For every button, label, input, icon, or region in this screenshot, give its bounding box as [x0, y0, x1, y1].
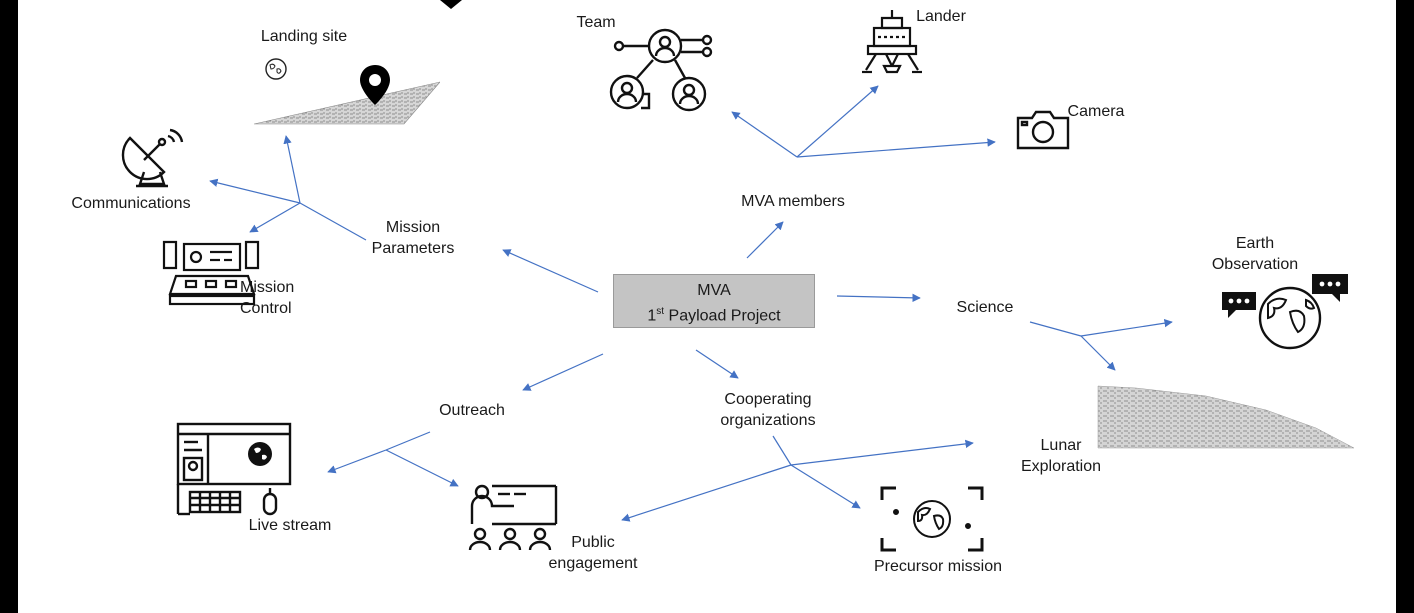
small-globe-icon [265, 58, 287, 80]
leaf-camera: Camera [1067, 103, 1125, 120]
arrow-to-cooperating [695, 349, 739, 379]
arrow-to-mva-members [746, 221, 784, 259]
leaf-live-stream: Live stream [248, 517, 332, 534]
leaf-team: Team [576, 14, 616, 31]
leaf-communications: Communications [71, 195, 191, 212]
arrow-to-camera [796, 138, 996, 158]
leaf-lunar-exploration-line2: Exploration [1020, 458, 1102, 475]
center-subtitle: 1st Payload Project [647, 306, 781, 325]
lunar-surface-terrain-icon [1097, 385, 1355, 449]
arrow-to-landing-site [283, 135, 301, 204]
cooperating-stem [772, 435, 792, 466]
arrow-to-public-engagement-from-cooperating [621, 464, 792, 522]
node-cooperating-line2: organizations [720, 412, 816, 429]
leaf-lunar-exploration-line1: Lunar [1040, 437, 1082, 454]
team-network-icon [609, 28, 713, 112]
node-science: Science [956, 299, 1014, 316]
precursor-mission-globe-focus-icon [880, 486, 984, 552]
node-outreach: Outreach [439, 402, 505, 419]
arrow-to-live-stream [327, 449, 387, 474]
map-pin-icon [360, 65, 390, 105]
leaf-public-engagement: Public engagement [528, 532, 658, 574]
leaf-lander: Lander [916, 8, 966, 25]
arrow-to-mission-control [249, 202, 301, 233]
leaf-precursor-mission: Precursor mission [873, 558, 1003, 575]
node-mission-parameters-line1: Mission [385, 219, 441, 236]
arrow-to-mission-parameters [502, 249, 599, 293]
node-mva-members: MVA members [741, 193, 845, 210]
arrow-to-public-engagement [385, 449, 459, 487]
satellite-dish-icon [121, 128, 184, 188]
arrow-to-earth-observation [1080, 318, 1173, 337]
frame-notch [440, 0, 462, 9]
node-cooperating-organizations: Cooperating organizations [698, 389, 838, 431]
arrow-to-team [731, 111, 798, 158]
leaf-public-engagement-line1: Public [571, 534, 615, 551]
arrow-to-lunar-from-cooperating [790, 439, 974, 466]
diagram-canvas: MVA 1st Payload Project Mission Paramete… [18, 0, 1396, 613]
arrow-to-outreach [522, 353, 604, 391]
center-title: MVA [697, 282, 731, 299]
node-mission-parameters: Mission Parameters [358, 217, 468, 259]
science-stem [1029, 321, 1082, 337]
connector-lines [209, 85, 1173, 522]
leaf-earth-observation-line2: Observation [1211, 256, 1299, 273]
leaf-lunar-exploration: Lunar Exploration [996, 435, 1126, 477]
leaf-earth-observation: Earth Observation [1200, 233, 1310, 275]
mission-parameters-stem [299, 202, 367, 241]
arrow-to-communications [209, 178, 301, 204]
public-engagement-presentation-icon [468, 484, 558, 551]
earth-observation-globe-icon [1222, 274, 1348, 350]
arrow-to-precursor-mission [790, 464, 861, 509]
camera-icon [1016, 110, 1070, 150]
leaf-landing-site: Landing site [260, 28, 348, 45]
arrow-to-lander [796, 85, 879, 158]
leaf-earth-observation-line1: Earth [1235, 235, 1275, 252]
arrow-to-lunar-exploration [1080, 335, 1116, 371]
arrow-to-science [836, 293, 921, 303]
outreach-stem [385, 431, 431, 451]
leaf-public-engagement-line2: engagement [548, 555, 638, 572]
live-stream-computer-icon [176, 422, 292, 516]
node-mission-parameters-line2: Parameters [371, 240, 455, 257]
center-project-box: MVA 1st Payload Project [613, 274, 815, 328]
lunar-lander-icon [862, 10, 922, 74]
landing-site-terrain-icon [254, 81, 440, 125]
mission-control-console-icon [162, 240, 260, 306]
node-cooperating-line1: Cooperating [724, 391, 812, 408]
